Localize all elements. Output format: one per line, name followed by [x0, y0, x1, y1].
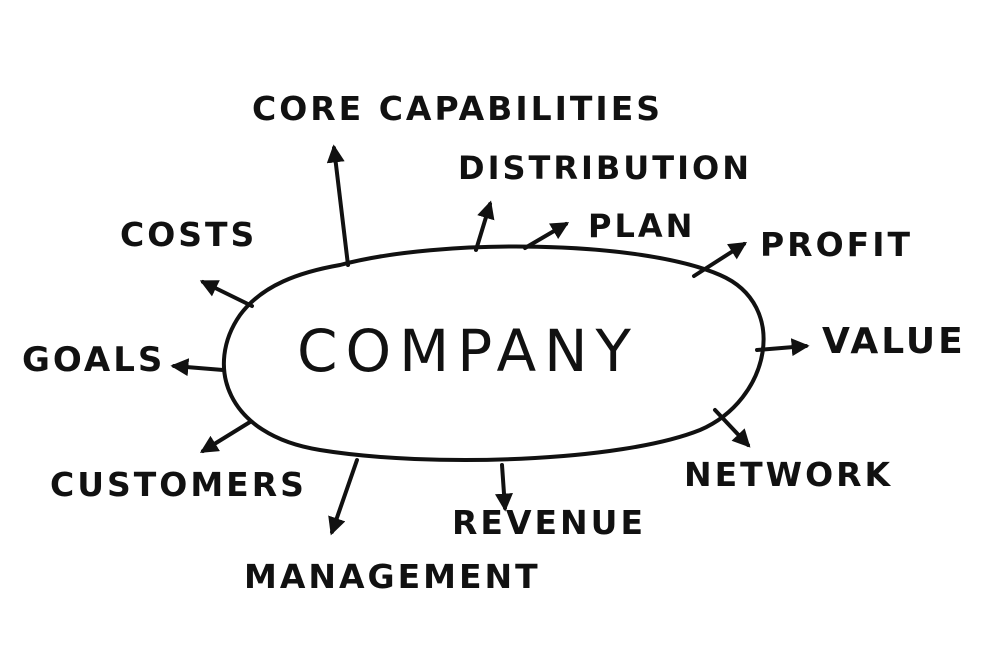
arrow-profit	[692, 242, 748, 278]
company-label: COMPANY	[297, 317, 639, 385]
arrow-goals	[170, 358, 225, 377]
arrow-core-capabilities	[326, 144, 350, 267]
label-plan: PLAN	[588, 207, 696, 245]
arrow-value	[755, 338, 810, 357]
arrow-customers	[199, 420, 252, 453]
arrow-revenue	[495, 463, 513, 512]
label-management: MANAGEMENT	[244, 557, 541, 596]
label-costs: COSTS	[120, 215, 258, 254]
arrow-distribution	[474, 200, 495, 252]
label-network: NETWORK	[684, 455, 894, 494]
arrow-costs	[199, 280, 254, 308]
arrow-network	[713, 408, 751, 448]
label-customers: CUSTOMERS	[50, 465, 307, 504]
label-profit: PROFIT	[760, 225, 913, 264]
arrow-plan	[523, 222, 570, 250]
arrow-management	[328, 458, 359, 536]
label-revenue: REVENUE	[452, 503, 646, 542]
label-goals: GOALS	[22, 340, 166, 380]
label-core-capabilities: CORE CAPABILITIES	[252, 89, 664, 128]
label-distribution: DISTRIBUTION	[458, 149, 752, 187]
label-value: VALUE	[822, 321, 966, 362]
company-oval	[221, 244, 766, 462]
